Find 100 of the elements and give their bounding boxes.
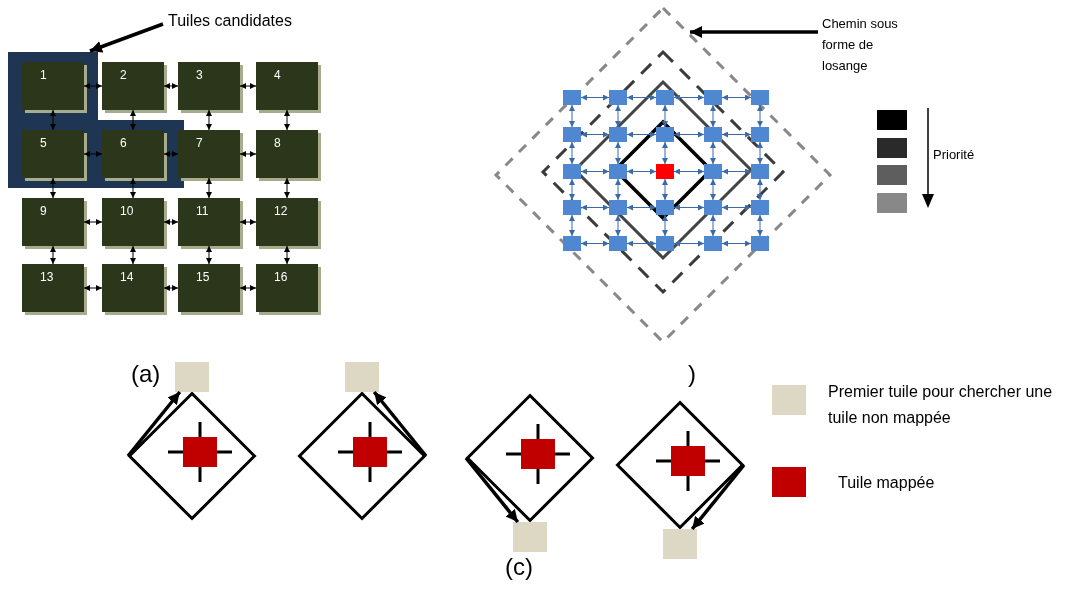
- connector-arrow: [710, 178, 716, 201]
- panel-label: (c): [505, 553, 533, 581]
- tile-box: [22, 198, 84, 246]
- connector-arrow: [662, 178, 668, 201]
- connector-arrow: [284, 177, 290, 199]
- tile-box: [102, 198, 164, 246]
- connector-arrow: [580, 240, 610, 247]
- grid-tile: [751, 236, 769, 251]
- tile-number: 8: [274, 136, 281, 150]
- mapped-tile: [183, 437, 217, 467]
- grid-tile: [563, 200, 581, 215]
- grid-tile: [563, 236, 581, 251]
- panel-label: ): [688, 360, 696, 388]
- connector-arrow: [569, 141, 575, 165]
- tile-number: 4: [274, 68, 281, 82]
- tile-number: 16: [274, 270, 288, 284]
- grid-tile: [751, 90, 769, 105]
- connector-arrow: [206, 109, 212, 131]
- connector-arrow: [163, 151, 179, 157]
- leader-arrow: [464, 456, 520, 524]
- grid-tile: [751, 200, 769, 215]
- leader-arrow: [372, 390, 428, 458]
- connector-arrow: [615, 141, 621, 165]
- tile-box: [256, 264, 318, 312]
- search-start-tile: [175, 362, 209, 392]
- search-start-tile: [663, 529, 697, 559]
- grid-tile: [704, 90, 722, 105]
- grid-tile: [656, 200, 674, 215]
- mapped-tile: [656, 164, 674, 179]
- tile-box: [256, 62, 318, 110]
- search-start-tile: [345, 362, 379, 392]
- diamond-outline: [128, 392, 256, 520]
- diamond-outline: [616, 401, 744, 529]
- tile-box: [256, 130, 318, 178]
- connector-arrow: [206, 177, 212, 199]
- axis-label: Priorité: [933, 147, 975, 162]
- tile-number: 2: [120, 68, 127, 82]
- connector-arrow: [206, 245, 212, 265]
- connector-arrow: [50, 177, 56, 199]
- connector-arrow: [673, 240, 705, 247]
- connector-arrow: [673, 168, 705, 175]
- connector-arrow: [130, 109, 136, 131]
- grid-tile: [609, 200, 627, 215]
- grid-tile: [704, 200, 722, 215]
- connector-arrow: [239, 83, 257, 89]
- connector-arrow: [710, 104, 716, 128]
- connector-arrow: [83, 83, 103, 89]
- connector-arrow: [662, 104, 668, 128]
- connector-arrow: [83, 151, 103, 157]
- connector-arrow: [662, 141, 668, 165]
- connector-arrow: [50, 245, 56, 265]
- connector-arrow: [721, 131, 752, 138]
- connector-arrow: [163, 285, 179, 291]
- tile-box: [178, 130, 240, 178]
- panel-label: (a): [131, 360, 161, 388]
- connector-arrow: [83, 219, 103, 225]
- leader-arrow: [126, 390, 182, 458]
- leader-arrow: [89, 22, 164, 53]
- grid-tile: [656, 127, 674, 142]
- tile-number: 13: [40, 270, 54, 284]
- leader-arrow: [690, 26, 818, 38]
- diamond-outline: [298, 392, 426, 520]
- grid-tile: [609, 236, 627, 251]
- grid-tile: [656, 236, 674, 251]
- tile-number: 10: [120, 204, 134, 218]
- connector-arrow: [626, 94, 657, 101]
- connector-arrow: [569, 178, 575, 201]
- connector-arrow: [757, 214, 763, 237]
- connector-arrow: [626, 204, 657, 211]
- connector-arrow: [284, 109, 290, 131]
- connector-arrow: [569, 214, 575, 237]
- grid-tile: [751, 164, 769, 179]
- connector-arrow: [239, 285, 257, 291]
- tile-number: 6: [120, 136, 127, 150]
- callout-text: Tuiles candidates: [168, 8, 328, 34]
- tile-box: [22, 264, 84, 312]
- connector-arrow: [569, 104, 575, 128]
- tile-number: 9: [40, 204, 47, 218]
- connector-arrow: [673, 131, 705, 138]
- connector-arrow: [757, 104, 763, 128]
- connector-arrow: [130, 245, 136, 265]
- grid-tile: [609, 90, 627, 105]
- legend-label: Tuile mappée: [838, 473, 936, 493]
- grid-tile: [704, 127, 722, 142]
- connector-arrow: [757, 178, 763, 201]
- connector-arrow: [284, 245, 290, 265]
- grid-tile: [704, 164, 722, 179]
- connector-arrow: [163, 219, 179, 225]
- connector-arrow: [757, 141, 763, 165]
- connector-arrow: [615, 214, 621, 237]
- connector-arrow: [710, 141, 716, 165]
- connector-arrow: [50, 109, 56, 131]
- connector-arrow: [673, 204, 705, 211]
- connector-arrow: [239, 151, 257, 157]
- tile-number: 1: [40, 68, 47, 82]
- mapped-tile: [671, 446, 705, 476]
- grid-tile: [751, 127, 769, 142]
- connector-arrow: [130, 177, 136, 199]
- grid-tile: [563, 90, 581, 105]
- connector-arrow: [83, 285, 103, 291]
